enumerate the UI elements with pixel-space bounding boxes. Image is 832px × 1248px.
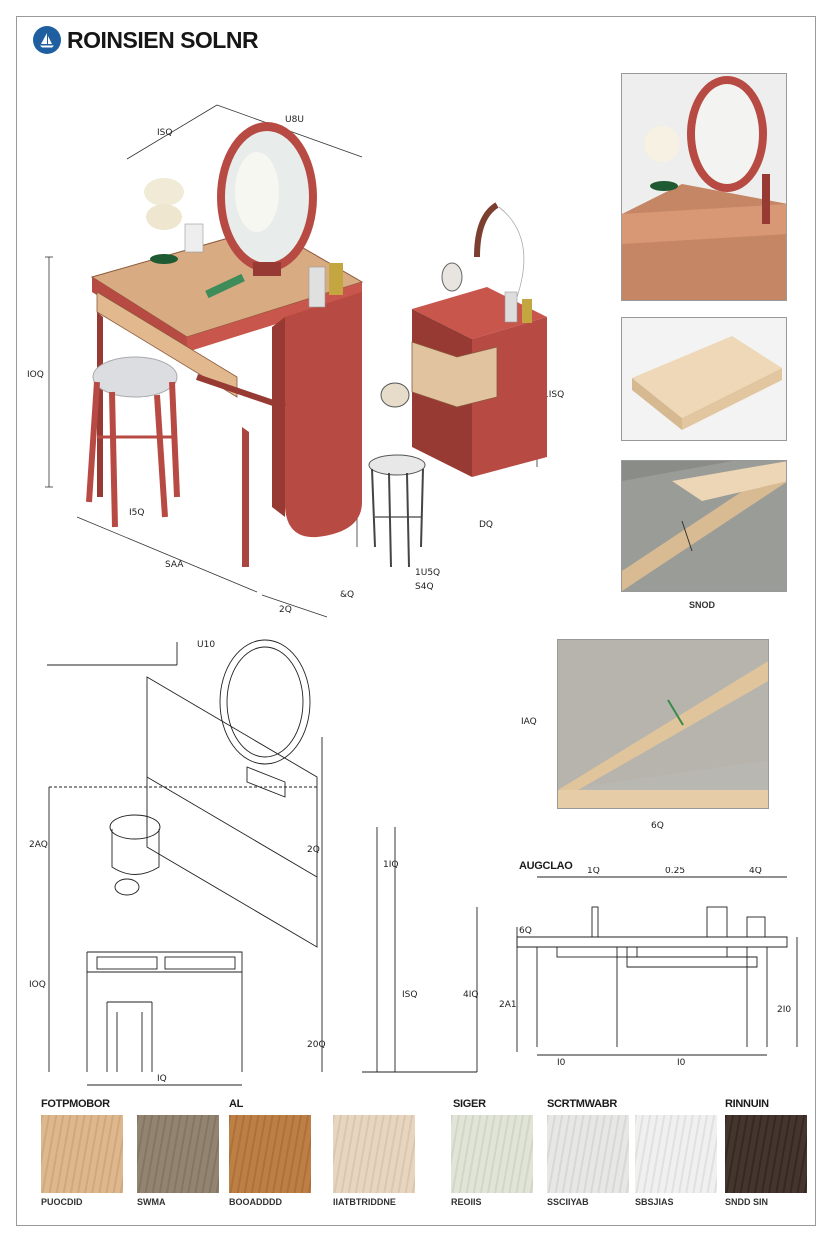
isometric-render: IOQ ISQ U8U I5Q SAA &Q 2Q 1ISQ DQ 1U5Q S…	[27, 104, 564, 618]
material-group-label: AL	[229, 1098, 244, 1110]
dim-joint-height: IAQ	[521, 717, 537, 727]
material-swatch	[635, 1115, 717, 1193]
dim-left-h2: IOQ	[29, 980, 46, 990]
dim-top-depth: ISQ	[157, 128, 172, 138]
desk-accessories	[144, 178, 343, 308]
photo-caption: SNOD	[689, 600, 716, 610]
material-swatch	[41, 1115, 123, 1193]
stool-side	[368, 454, 426, 568]
photo-oak-board	[621, 317, 787, 441]
brand-title: ROINSIEN SOLNR	[67, 26, 259, 53]
dim-base-front: I5Q	[129, 508, 144, 518]
dim-elev-w1: 1Q	[587, 867, 600, 876]
dim-elev-base-right: I0	[677, 1058, 686, 1067]
swatch-caption: SSCIIYAB	[547, 1197, 589, 1207]
dim-elev-w2: 0.25	[665, 867, 685, 876]
material-group-label: SIGER	[453, 1098, 486, 1110]
dim-nightstand-base: DQ	[479, 520, 493, 530]
swatch-caption: REOIIS	[451, 1197, 482, 1207]
dim-stool-height: 1U5Q	[415, 568, 440, 578]
spec-sheet: ROINSIEN SOLNR IOQ ISQ U8U I5Q SAA &Q 2Q…	[16, 16, 816, 1226]
photo-wood-joint	[621, 460, 787, 592]
dim-nightstand-height: 1ISQ	[543, 390, 564, 400]
dim-mirror-top: U10	[197, 640, 215, 650]
dim-base-width: SAA	[165, 560, 184, 570]
photo-vanity-detail	[621, 73, 787, 301]
brand-logo: ROINSIEN SOLNR	[33, 26, 259, 54]
technical-drawing-left: U10 2AQ IOQ 2Q 20Q IQ 1IQ ISQ 4IQ	[29, 639, 478, 1086]
dim-tall-height: 4IQ	[463, 990, 478, 1000]
material-swatch	[333, 1115, 415, 1193]
material-group-label: SCRTMWABR	[547, 1098, 618, 1110]
dim-mid-width: ISQ	[402, 990, 417, 1000]
material-group-label: FOTPMOBOR	[41, 1098, 110, 1110]
material-swatch	[451, 1115, 533, 1193]
dim-left-h1: 2AQ	[29, 840, 48, 850]
swatch-caption: SBSJIAS	[635, 1197, 674, 1207]
dim-base-end: 2Q	[279, 605, 292, 615]
nightstand	[380, 202, 547, 477]
sailboat-logo-icon	[33, 26, 61, 54]
material-swatch	[137, 1115, 219, 1193]
swatch-caption: IIATBTRIDDNE	[333, 1197, 396, 1207]
dim-elev-height-right: 2I0	[777, 1005, 791, 1015]
swatch-caption: SNDD SIN	[725, 1197, 769, 1207]
material-group-label: RINNUIN	[725, 1098, 769, 1110]
dim-height-left: IOQ	[27, 370, 44, 380]
dim-front-width: IQ	[157, 1074, 167, 1084]
stool-front	[86, 356, 180, 528]
dim-elev-side-left: 6Q	[519, 926, 532, 936]
dim-right-h1: 2Q	[307, 845, 320, 855]
dim-stool-base: S4Q	[415, 582, 434, 592]
dim-right-h2: 1IQ	[383, 860, 398, 870]
dim-joint-width: 6Q	[651, 821, 664, 831]
dim-base-side: &Q	[340, 590, 354, 600]
swatch-caption: PUOCDID	[41, 1197, 83, 1207]
swatch-caption: SWMA	[137, 1197, 166, 1207]
material-swatch	[725, 1115, 807, 1193]
dim-elev-w3: 4Q	[749, 867, 762, 876]
dim-elev-height-left: 2A1	[499, 1000, 517, 1010]
material-swatch	[547, 1115, 629, 1193]
material-swatch	[229, 1115, 311, 1193]
dim-left-h3: 20Q	[307, 1040, 326, 1050]
front-elevation-drawing: 1Q 0.25 4Q 6Q 2A1 2I0 I0 I0	[499, 867, 798, 1067]
swatch-caption: BOOADDDD	[229, 1197, 282, 1207]
vanity-mirror	[217, 122, 317, 276]
dim-elev-base-left: I0	[557, 1058, 566, 1067]
joint-detail-drawing	[557, 639, 769, 809]
elevation-title: AUGCLAO	[519, 860, 573, 872]
dim-top-width: U8U	[285, 115, 304, 125]
